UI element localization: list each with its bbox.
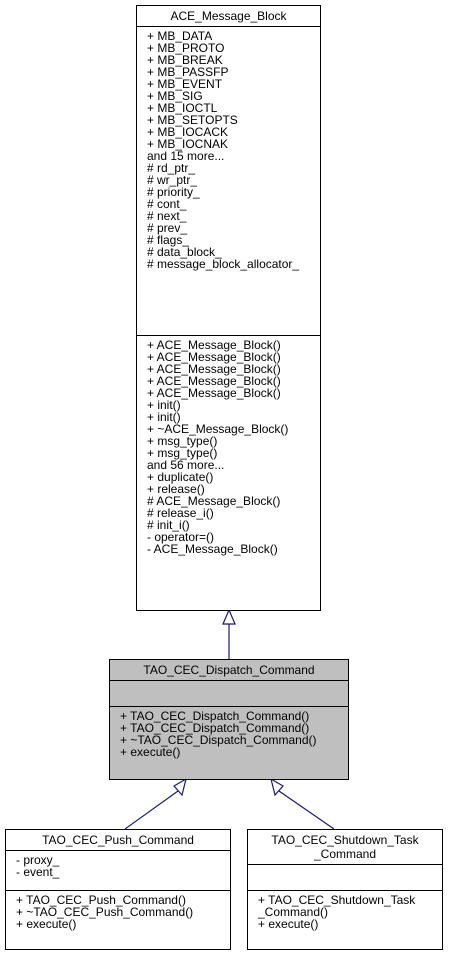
method-row: # ACE_Message_Block() <box>147 494 281 508</box>
attribute-row: + MB_SETOPTS <box>147 113 238 127</box>
method-row: + ACE_Message_Block() <box>147 374 281 388</box>
class-title: TAO_CEC_Shutdown_Task_Command <box>248 830 442 865</box>
attribute-row: # priority_ <box>147 185 200 199</box>
method-row: + release() <box>147 482 205 496</box>
attribute-row: # cont_ <box>147 197 187 211</box>
class-name-line: TAO_CEC_Push_Command <box>42 833 194 847</box>
method-row: + execute() <box>16 917 77 931</box>
methods-section: + TAO_CEC_Dispatch_Command()+ TAO_CEC_Di… <box>110 706 348 761</box>
method-row: + TAO_CEC_Push_Command() <box>16 893 186 907</box>
method-row: _Command() <box>258 905 329 919</box>
methods-section: + TAO_CEC_Push_Command()+ ~TAO_CEC_Push_… <box>6 890 230 933</box>
edge-push-to-dispatch <box>124 790 179 830</box>
attribute-row: + MB_IOCNAK <box>147 137 229 151</box>
class-tao-cec-push-command[interactable]: TAO_CEC_Push_Command - proxy_- event_ + … <box>5 829 231 950</box>
method-row: + TAO_CEC_Dispatch_Command() <box>120 709 310 723</box>
class-name-line: ACE_Message_Block <box>170 9 287 23</box>
method-row: + msg_type() <box>147 446 218 460</box>
attribute-row: + MB_IOCTL <box>147 101 218 115</box>
attribute-row: # rd_ptr_ <box>147 161 196 175</box>
inheritance-arrow-dispatch-right <box>270 777 284 797</box>
attribute-row: + MB_BREAK <box>147 53 223 67</box>
method-row: - operator=() <box>147 530 215 544</box>
methods-section: + TAO_CEC_Shutdown_Task_Command()+ execu… <box>248 890 442 933</box>
method-row: + ACE_Message_Block() <box>147 362 281 376</box>
method-row: # init_i() <box>147 518 190 532</box>
class-title: TAO_CEC_Dispatch_Command <box>110 660 348 681</box>
attributes-section <box>110 681 348 706</box>
methods-section: + ACE_Message_Block()+ ACE_Message_Block… <box>137 335 320 558</box>
method-row: + init() <box>147 410 181 424</box>
attribute-row: # prev_ <box>147 221 188 235</box>
class-title: TAO_CEC_Push_Command <box>6 830 230 851</box>
method-row: and 56 more... <box>147 458 225 472</box>
method-row: + msg_type() <box>147 434 218 448</box>
method-row: + ACE_Message_Block() <box>147 338 281 352</box>
attribute-row: + MB_PROTO <box>147 41 225 55</box>
attribute-row: + MB_IOCACK <box>147 125 229 139</box>
method-row: + duplicate() <box>147 470 214 484</box>
attribute-row: + MB_PASSFP <box>147 65 229 79</box>
method-row: + ~TAO_CEC_Push_Command() <box>16 905 194 919</box>
method-row: + execute() <box>258 917 319 931</box>
method-row: + init() <box>147 398 181 412</box>
method-row: - ACE_Message_Block() <box>147 542 278 556</box>
attribute-row: + MB_DATA <box>147 29 213 43</box>
attribute-row: # message_block_allocator_ <box>147 257 300 271</box>
method-row: # release_i() <box>147 506 214 520</box>
attribute-row: # next_ <box>147 209 187 223</box>
inheritance-arrow-dispatch-left <box>173 777 187 797</box>
attribute-row: + MB_EVENT <box>147 77 223 91</box>
class-name-line: _Command <box>313 847 377 861</box>
class-tao-cec-dispatch-command[interactable]: TAO_CEC_Dispatch_Command + TAO_CEC_Dispa… <box>109 659 349 780</box>
class-title: ACE_Message_Block <box>137 6 320 27</box>
method-row: + execute() <box>120 745 181 759</box>
attributes-section: + MB_DATA+ MB_PROTO+ MB_BREAK+ MB_PASSFP… <box>137 27 320 335</box>
attribute-row: # flags_ <box>147 233 190 247</box>
method-row: + ACE_Message_Block() <box>147 350 281 364</box>
attributes-section <box>248 865 442 890</box>
method-row: + TAO_CEC_Shutdown_Task <box>258 893 416 907</box>
attribute-row: # data_block_ <box>147 245 222 259</box>
method-row: + ACE_Message_Block() <box>147 386 281 400</box>
method-row: + TAO_CEC_Dispatch_Command() <box>120 721 310 735</box>
attribute-row: - proxy_ <box>16 853 60 867</box>
attribute-row: + MB_SIG <box>147 89 203 103</box>
attribute-row: # wr_ptr_ <box>147 173 198 187</box>
method-row: + ~ACE_Message_Block() <box>147 422 289 436</box>
inheritance-arrow-message-block <box>222 608 236 625</box>
attribute-row: and 15 more... <box>147 149 225 163</box>
method-row: + ~TAO_CEC_Dispatch_Command() <box>120 733 317 747</box>
attribute-row: - event_ <box>16 865 60 879</box>
attributes-section: - proxy_- event_ <box>6 851 230 890</box>
class-ace-message-block[interactable]: ACE_Message_Block + MB_DATA+ MB_PROTO+ M… <box>136 5 321 611</box>
class-tao-cec-shutdown-task-command[interactable]: TAO_CEC_Shutdown_Task_Command + TAO_CEC_… <box>247 829 443 950</box>
edge-shutdown-to-dispatch <box>278 790 335 830</box>
class-name-line: TAO_CEC_Shutdown_Task <box>271 833 419 847</box>
class-name-line: TAO_CEC_Dispatch_Command <box>143 663 315 677</box>
